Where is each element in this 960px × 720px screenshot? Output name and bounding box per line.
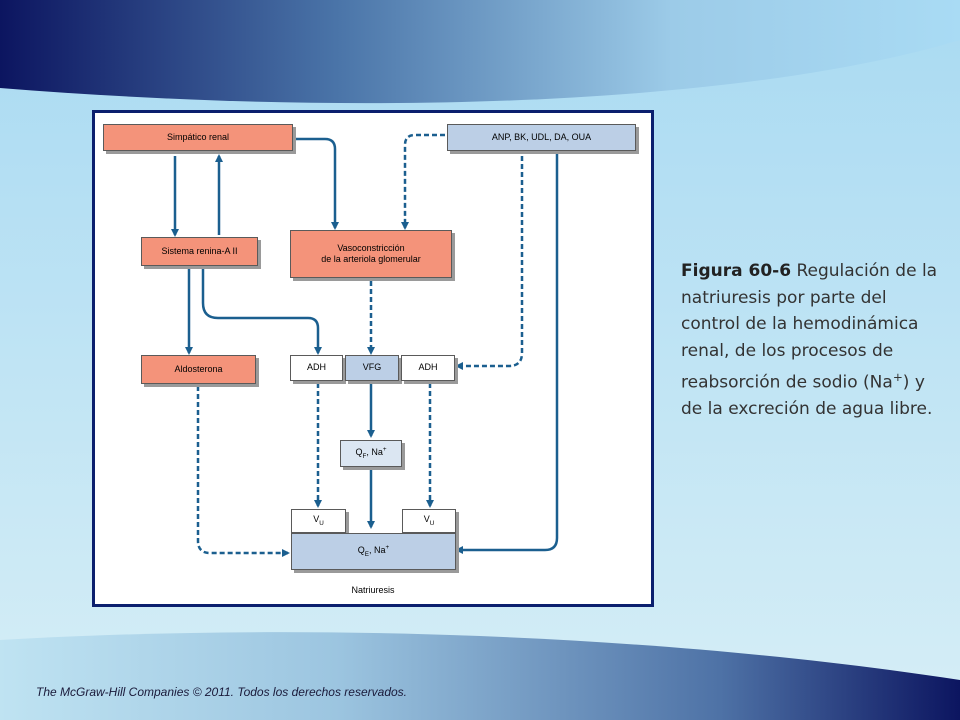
arrow-renina-adh — [201, 268, 322, 355]
arrow-aldosterona-qe — [196, 386, 290, 557]
anp-box: ANP, BK, UDL, DA, OUA — [447, 124, 636, 151]
aldosterona-label: Aldosterona — [174, 363, 223, 374]
caption-text-end: ) y de la excreción de agua libre. — [681, 372, 933, 420]
vu-left-box: VU — [291, 509, 346, 533]
adh-left-box: ADH — [290, 355, 343, 381]
vu-right-label: VU — [423, 514, 435, 527]
aldosterona-box: Aldosterona — [141, 355, 256, 384]
arrow-anp-vaso — [401, 133, 445, 230]
arrow-anp-adh — [455, 156, 524, 370]
figure-caption: Figura 60-6 Regulación de la natriuresis… — [681, 258, 943, 423]
vasoconstriccion-box: Vasoconstricción de la arteriola glomeru… — [290, 230, 452, 278]
vasoconstriccion-label-2: de la arteriola glomerular — [321, 254, 421, 264]
vfg-label: VFG — [362, 362, 382, 373]
natriuresis-label: Natriuresis — [351, 585, 395, 595]
adh-right-box: ADH — [401, 355, 455, 381]
simpatico-renal-label: Simpático renal — [166, 131, 230, 142]
vu-left-label: VU — [313, 514, 324, 527]
vfg-box: VFG — [345, 355, 399, 381]
arrow-layer — [171, 133, 559, 557]
vasoconstriccion-label-1: Vasoconstricción — [337, 242, 405, 253]
qf-box: QF, Na+ — [340, 440, 402, 467]
renina-box: Sistema renina-A II — [141, 237, 258, 266]
caption-label: Figura 60-6 — [681, 261, 792, 281]
renina-label: Sistema renina-A II — [161, 245, 238, 256]
arrow-simpatico-vaso — [295, 137, 339, 230]
qe-label: QE, Na+ — [357, 544, 390, 558]
copyright-credit: The McGraw-Hill Companies © 2011. Todos … — [36, 685, 408, 699]
caption-text: Regulación de la natriuresis por parte d… — [681, 261, 938, 393]
anp-label: ANP, BK, UDL, DA, OUA — [491, 131, 592, 142]
arrow-anp-qe — [455, 153, 559, 554]
caption-sup: + — [892, 370, 903, 384]
adh-right-label: ADH — [418, 362, 438, 373]
vu-right-box: VU — [402, 509, 456, 533]
figure-panel: Simpático renal ANP, BK, UDL, DA, OUA Si… — [92, 110, 654, 607]
adh-left-label: ADH — [306, 362, 326, 373]
simpatico-renal-box: Simpático renal — [103, 124, 293, 151]
qf-label: QF, Na+ — [355, 446, 387, 460]
qe-box: QE, Na+ — [291, 533, 456, 570]
